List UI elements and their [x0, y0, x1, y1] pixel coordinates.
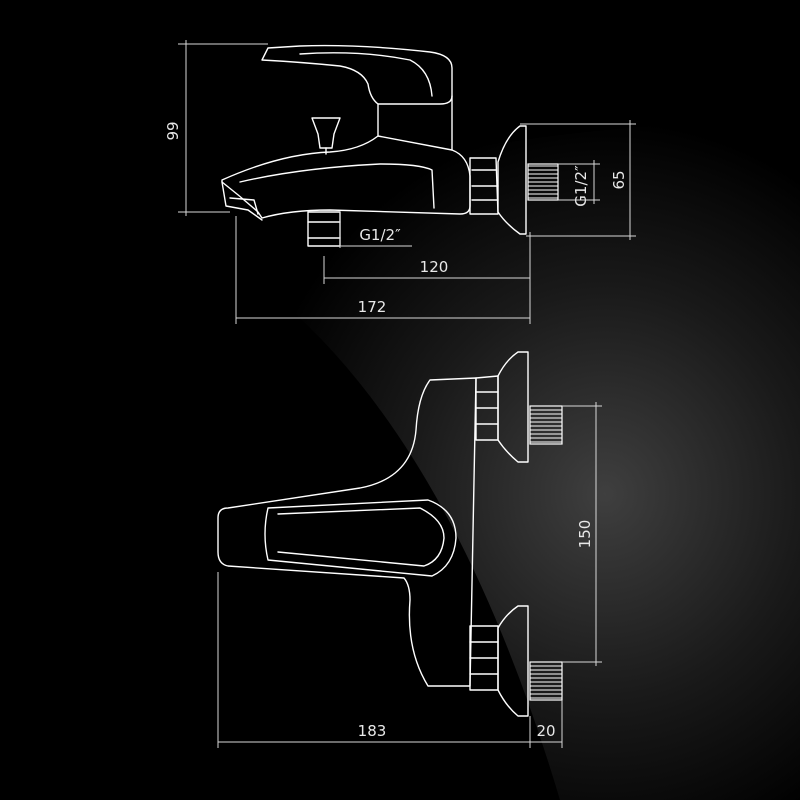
lever-highlight: [299, 52, 433, 97]
dim-wall-thread-label: G1/2″: [572, 165, 590, 207]
dim-spacing-label: 150: [576, 520, 594, 549]
union-nut: [469, 157, 499, 215]
dim-inlet-height-label: 65: [610, 170, 628, 189]
shower-outlet-rings: [307, 221, 341, 239]
handle-top: [264, 499, 457, 577]
wall-escutcheon: [497, 125, 527, 235]
dim-width: [217, 572, 531, 748]
dim-shower-thread: [339, 212, 412, 248]
dim-length-label: 172: [358, 298, 387, 316]
eccentric-connector: [527, 163, 559, 201]
lower-escutcheon: [497, 605, 529, 717]
spout-tip: [221, 181, 263, 221]
dim-wall-thread: [558, 160, 600, 204]
dim-height-label: 99: [164, 121, 182, 140]
upper-nut-flats: [475, 391, 499, 425]
dim-spacing: [562, 402, 602, 666]
lower-nut-flats: [469, 641, 499, 675]
dim-shower-thread-label: G1/2″: [359, 226, 401, 244]
top-view: 150 183 20: [217, 351, 602, 748]
dim-connector-label: 20: [536, 722, 555, 740]
side-view: 99 65 G1/2″ G1/2″ 120 172: [164, 40, 636, 324]
spout-aerator: [229, 197, 259, 215]
handle-top-inner: [277, 507, 445, 567]
dim-height: [178, 40, 268, 216]
lever-handle: [261, 44, 453, 105]
upper-connector: [529, 405, 563, 445]
body-contour: [239, 163, 435, 209]
cartridge-neck: [377, 95, 453, 151]
union-nut-flats: [471, 169, 499, 201]
dim-depth: [323, 232, 531, 284]
upper-escutcheon: [497, 351, 529, 463]
dim-connector: [530, 700, 563, 748]
dim-width-label: 183: [358, 722, 387, 740]
diverter-knob: [311, 117, 341, 149]
dim-inlet-height: [520, 120, 636, 240]
dim-depth-label: 120: [420, 258, 449, 276]
dim-length: [235, 216, 531, 324]
body-top-outline: [217, 377, 477, 687]
lower-connector: [529, 661, 563, 701]
